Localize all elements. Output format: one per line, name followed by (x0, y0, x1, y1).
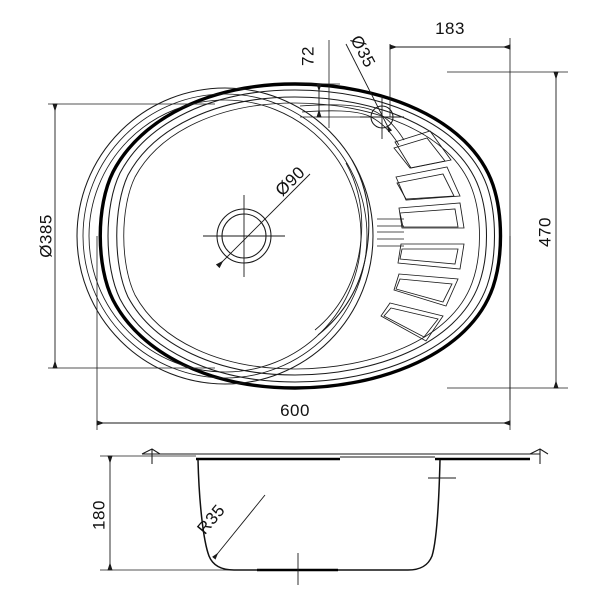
section-rim (141, 448, 549, 464)
section-view-group: 180 R35 (89, 448, 549, 585)
dimension-label-72: 72 (298, 46, 317, 66)
top-view-group: Ø385 72 Ø35 183 (36, 19, 568, 430)
dimension-72: 72 (298, 40, 392, 128)
section-bowl-profile (197, 459, 441, 571)
drainer-grooves (380, 130, 465, 342)
dimension-label-470: 470 (535, 217, 554, 247)
dimension-label-dia-385: Ø385 (36, 214, 55, 258)
dimension-470: 470 (447, 71, 568, 389)
drainer-center-ticks (377, 218, 404, 247)
dimension-dia-90: Ø90 (215, 163, 311, 269)
dimension-r35: R35 (193, 494, 266, 560)
dimension-dia-385: Ø385 (36, 103, 215, 369)
bowl-drainer-transition (314, 159, 370, 336)
faucet-deck-contour (299, 104, 405, 146)
sink-outer-rim (98, 82, 503, 390)
dimension-label-dia-35: Ø35 (347, 32, 380, 71)
drain-hole (203, 195, 285, 277)
dimension-label-180: 180 (89, 500, 108, 530)
dimension-label-600: 600 (280, 401, 310, 420)
dimension-600: 600 (96, 236, 511, 430)
dimension-label-r35: R35 (193, 501, 229, 538)
dimension-label-dia-90: Ø90 (272, 163, 309, 200)
dimension-label-183: 183 (435, 19, 465, 38)
sink-inner-rim (116, 96, 488, 376)
dimension-180: 180 (89, 455, 260, 571)
